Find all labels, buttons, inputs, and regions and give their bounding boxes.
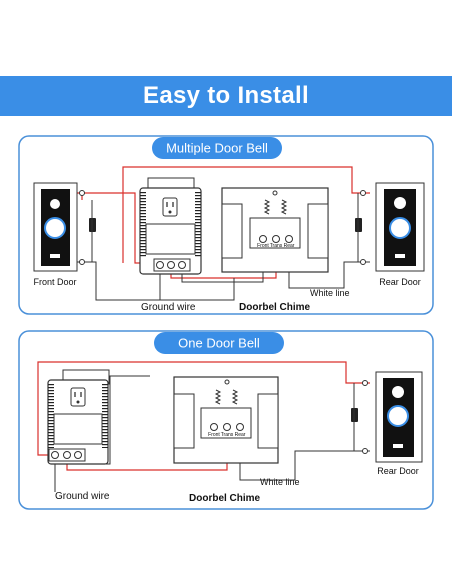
doorbell-rear: Rear Door: [375, 182, 425, 287]
spring-icon: [263, 199, 271, 215]
doorbell-button-icon: [44, 217, 66, 239]
rear-door-label: Rear Door: [379, 277, 421, 287]
screw-icon: [285, 235, 293, 243]
screw-icon: [63, 451, 71, 459]
screw-icon: [178, 261, 186, 269]
doorbell-button-icon: [389, 217, 411, 239]
doorbell-slot: [395, 254, 405, 258]
screw-icon: [51, 451, 59, 459]
transformer-stripe-right: [102, 384, 108, 448]
doorbell-front: Front Door: [33, 182, 78, 287]
terminal-label-front: Front: [208, 432, 220, 438]
outlet-ground: [168, 210, 172, 214]
chime-board: [249, 217, 301, 249]
panel-title: One Door Bell: [178, 336, 260, 351]
transformer: [47, 369, 110, 465]
chime-tab-right: [307, 203, 329, 259]
terminal-dot: [362, 380, 368, 386]
terminal-label-trans: Trans: [221, 432, 234, 438]
front-door-label: Front Door: [33, 277, 76, 287]
transformer: [139, 177, 202, 275]
screw-icon: [259, 235, 267, 243]
terminal-dot: [362, 448, 368, 454]
doorbell-rear: Rear Door: [375, 371, 423, 476]
black-wire: [77, 261, 235, 301]
spring-icon: [280, 199, 288, 215]
terminal-label-front: Front: [257, 243, 269, 249]
panel-title-pill: [154, 332, 284, 354]
terminal-dot: [79, 190, 85, 196]
doorbell-slot: [393, 444, 403, 448]
screw-icon: [74, 451, 82, 459]
chime-tab-left: [221, 203, 243, 259]
chime: Front Trans Rear: [221, 187, 329, 273]
screw-icon: [167, 261, 175, 269]
chime-board: [200, 407, 252, 439]
terminal-label-rear: Rear: [235, 432, 246, 438]
rear-door-label: Rear Door: [377, 466, 419, 476]
panel-frame: [18, 330, 434, 510]
chime-tab-right: [257, 393, 279, 449]
panel-title-pill: [152, 137, 282, 159]
ground-wire-label: Ground wire: [55, 491, 110, 502]
screw-icon: [156, 261, 164, 269]
panel-one-door-bell: One Door Bell: [18, 330, 434, 510]
transformer-stripe-right: [195, 192, 201, 258]
outlet-ground: [76, 400, 80, 404]
terminal-label-rear: Rear: [284, 243, 295, 249]
panel-title: Multiple Door Bell: [166, 141, 268, 156]
terminal-dot: [360, 190, 366, 196]
doorbell-button-icon: [387, 405, 409, 427]
spring-icon: [214, 389, 222, 405]
chime-mount-hole: [224, 379, 230, 385]
panel-multiple-door-bell: Multiple Door Bell: [18, 135, 434, 315]
page-title: Easy to Install: [143, 82, 309, 109]
terminal-dot: [360, 259, 366, 265]
black-wire: [288, 245, 370, 289]
spring-icon: [231, 389, 239, 405]
screw-icon: [236, 423, 244, 431]
chime: Front Trans Rear: [173, 376, 279, 464]
screw-icon: [210, 423, 218, 431]
transformer-stripe-left: [48, 384, 54, 448]
terminal-label-trans: Trans: [270, 243, 283, 249]
terminal-dot: [79, 259, 85, 265]
doorbell-camera-icon: [392, 386, 404, 398]
transformer-label-box: [53, 413, 103, 445]
chime-tab-left: [173, 393, 195, 449]
red-wire: [37, 361, 370, 456]
black-wire: [239, 438, 370, 481]
doorbell-slot: [50, 254, 60, 258]
screw-icon: [272, 235, 280, 243]
white-line-label: White line: [310, 288, 350, 298]
doorbell-camera-icon: [394, 197, 406, 209]
chime-label: Doorbel Chime: [189, 493, 261, 504]
ground-wire-label: Ground wire: [141, 302, 196, 313]
title-banner: Easy to Install: [0, 76, 452, 116]
chime-mount-hole: [272, 190, 278, 196]
transformer-label-box: [145, 223, 196, 255]
chime-label: Doorbel Chime: [239, 302, 311, 313]
doorbell-camera-icon: [50, 199, 60, 209]
screw-icon: [223, 423, 231, 431]
transformer-stripe-left: [140, 192, 146, 258]
panel-frame: [18, 135, 434, 315]
white-line-label: White line: [260, 477, 300, 487]
